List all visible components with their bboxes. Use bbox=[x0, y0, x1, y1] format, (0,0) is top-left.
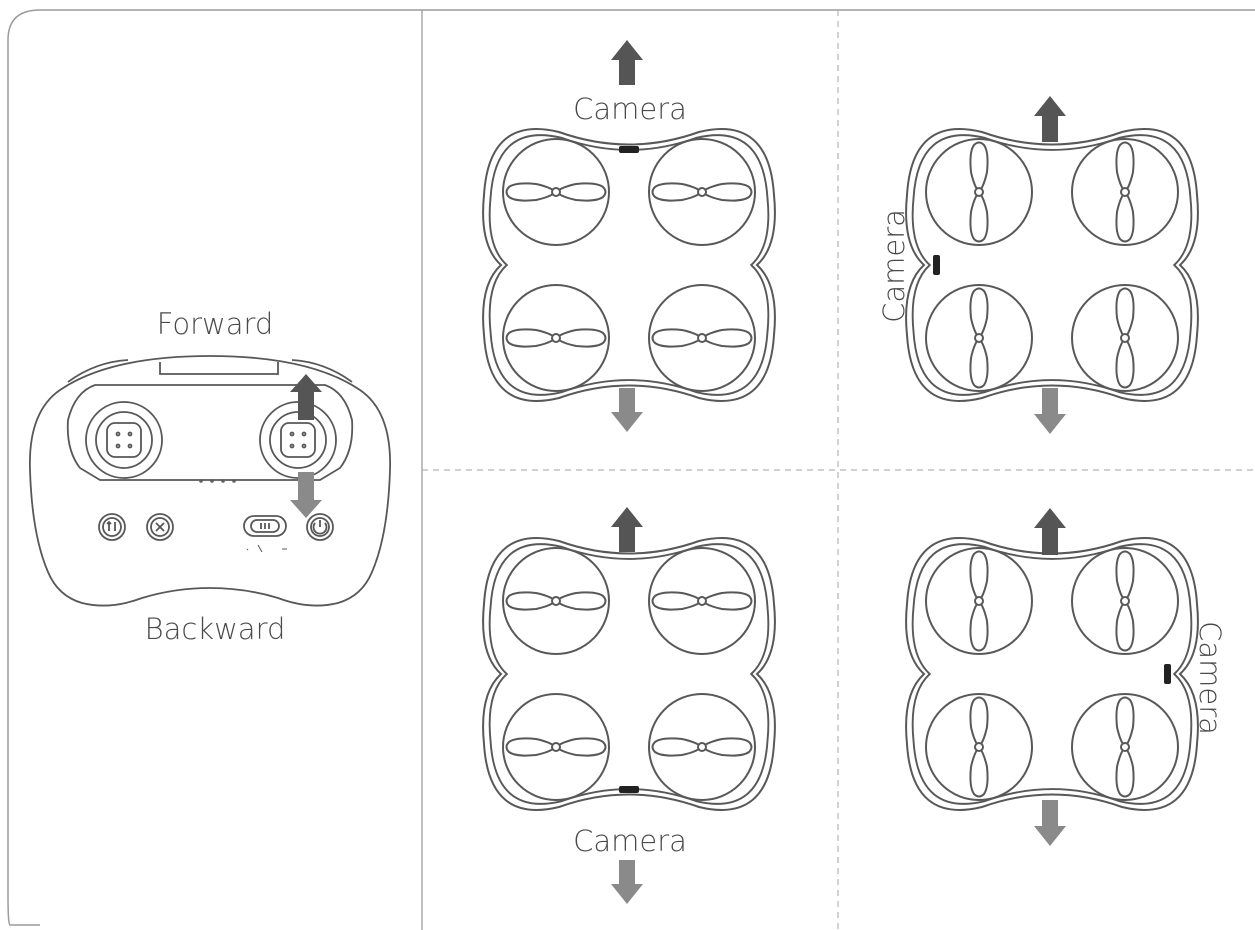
controller-body bbox=[29, 355, 391, 607]
drone-bottom-right-back-arrow-icon bbox=[1034, 800, 1066, 846]
propeller-hub bbox=[697, 742, 707, 752]
drone-bottom-right bbox=[905, 537, 1199, 811]
drone-top-right-back-arrow-icon bbox=[1034, 388, 1066, 434]
propeller-icon[interactable] bbox=[146, 513, 174, 541]
drone-bottom-left-back-arrow-icon bbox=[611, 860, 643, 904]
propeller-hub bbox=[974, 596, 984, 606]
backward-arrow-icon bbox=[290, 472, 322, 518]
drone-frame-inner bbox=[911, 134, 1193, 396]
drone-top-right bbox=[905, 128, 1199, 402]
rotor-guard bbox=[502, 284, 610, 392]
backward-label: Backward bbox=[145, 612, 286, 646]
drone-frame bbox=[905, 128, 1199, 402]
rotor-guard bbox=[648, 284, 756, 392]
takeoff-landing-icon[interactable] bbox=[98, 513, 126, 541]
rotor-guard bbox=[502, 138, 610, 246]
drone-top-left-back-arrow-icon bbox=[611, 388, 643, 432]
rotor bbox=[648, 547, 756, 655]
speed-switch-icon[interactable] bbox=[243, 515, 287, 553]
rotor bbox=[502, 138, 610, 246]
camera-lens bbox=[1164, 664, 1171, 684]
rotor bbox=[1071, 284, 1179, 392]
rotor bbox=[648, 138, 756, 246]
rotor bbox=[648, 693, 756, 801]
rotor bbox=[1071, 547, 1179, 655]
drone-bottom-left-camera-label: Camera bbox=[573, 824, 687, 858]
rotor bbox=[502, 547, 610, 655]
controller-face-panel bbox=[66, 384, 354, 481]
propeller-hub bbox=[1120, 742, 1130, 752]
drone-top-left bbox=[482, 128, 776, 402]
drone-bottom-right-camera-label: Camera bbox=[1193, 621, 1227, 735]
propeller-hub bbox=[551, 596, 561, 606]
rotor-guard bbox=[1071, 547, 1179, 655]
propeller-hub bbox=[974, 187, 984, 197]
rotor bbox=[925, 547, 1033, 655]
rotor-guard bbox=[502, 693, 610, 801]
drone-bottom-right-forward-arrow-icon bbox=[1034, 508, 1066, 555]
propeller-hub bbox=[551, 187, 561, 197]
propeller-hub bbox=[697, 596, 707, 606]
propeller-hub bbox=[551, 742, 561, 752]
rotor-guard bbox=[1071, 138, 1179, 246]
drone-frame bbox=[905, 537, 1199, 811]
drone-top-right-camera-label: Camera bbox=[877, 209, 911, 323]
rotor bbox=[925, 138, 1033, 246]
propeller-hub bbox=[974, 333, 984, 343]
drone-frame bbox=[482, 537, 776, 811]
rotor bbox=[1071, 693, 1179, 801]
camera-lens bbox=[619, 146, 639, 153]
rotor-guard bbox=[648, 693, 756, 801]
rotor-guard bbox=[502, 547, 610, 655]
controller-top-bar bbox=[159, 362, 279, 375]
rotor-guard bbox=[925, 693, 1033, 801]
rotor bbox=[1071, 138, 1179, 246]
rotor-guard bbox=[925, 284, 1033, 392]
propeller-hub bbox=[1120, 187, 1130, 197]
rotor-guard bbox=[925, 547, 1033, 655]
remote-controller bbox=[29, 355, 391, 607]
propeller-hub bbox=[551, 333, 561, 343]
drone-frame-inner bbox=[911, 543, 1193, 805]
drone-bottom-left-forward-arrow-icon bbox=[611, 507, 643, 552]
rotor bbox=[925, 284, 1033, 392]
drone-top-left-forward-arrow-icon bbox=[611, 40, 643, 85]
left-joystick bbox=[85, 401, 163, 479]
rotor bbox=[502, 284, 610, 392]
rotor-guard bbox=[1071, 284, 1179, 392]
rotor bbox=[502, 693, 610, 801]
drone-frame-inner bbox=[488, 134, 770, 396]
left-shoulder bbox=[67, 359, 129, 383]
rotor-guard bbox=[648, 547, 756, 655]
forward-arrow-icon bbox=[290, 374, 322, 420]
propeller-hub bbox=[974, 742, 984, 752]
rotor bbox=[648, 284, 756, 392]
status-leds bbox=[199, 479, 236, 483]
propeller-hub bbox=[1120, 596, 1130, 606]
drone-top-left-camera-label: Camera bbox=[573, 92, 687, 126]
forward-label: Forward bbox=[157, 307, 274, 341]
drone-bottom-left bbox=[482, 537, 776, 811]
propeller-hub bbox=[1120, 333, 1130, 343]
drone-frame-inner bbox=[488, 543, 770, 805]
power-icon[interactable] bbox=[306, 513, 334, 541]
rotor bbox=[925, 693, 1033, 801]
propeller-hub bbox=[697, 187, 707, 197]
rotor-guard bbox=[1071, 693, 1179, 801]
right-shoulder bbox=[291, 359, 353, 383]
drone-frame bbox=[482, 128, 776, 402]
camera-lens bbox=[619, 786, 639, 793]
propeller-hub bbox=[697, 333, 707, 343]
rotor-guard bbox=[925, 138, 1033, 246]
drone-top-right-forward-arrow-icon bbox=[1034, 96, 1066, 142]
rotor-guard bbox=[648, 138, 756, 246]
outer-frame bbox=[7, 9, 1255, 926]
camera-lens bbox=[933, 255, 940, 275]
